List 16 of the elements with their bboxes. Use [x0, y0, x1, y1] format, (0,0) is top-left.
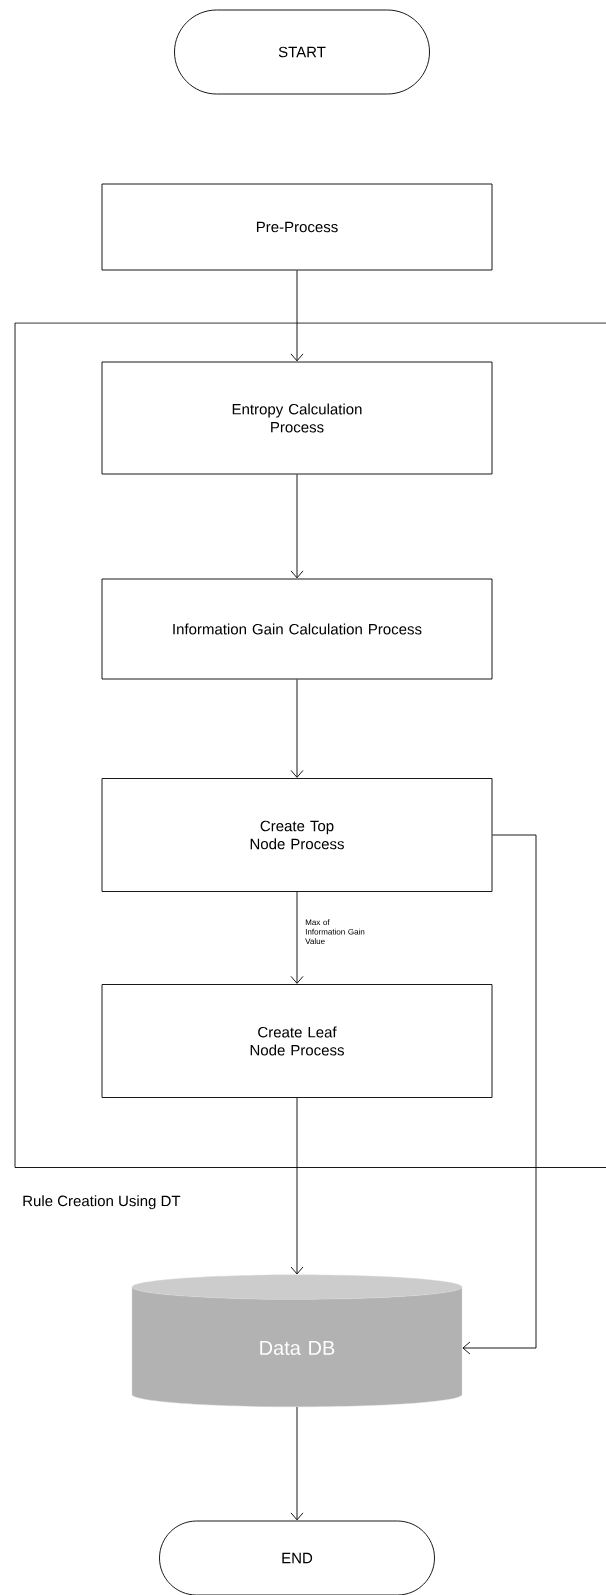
- arrow: [462, 834, 537, 1355]
- edge-label: Max of Information Gain Value: [304, 918, 369, 946]
- arrow: [290, 474, 304, 579]
- terminator: START: [174, 9, 430, 95]
- process-box: Information Gain Calculation Process: [101, 578, 493, 680]
- arrow: [290, 1406, 304, 1521]
- terminator: END: [159, 1520, 435, 1595]
- arrow: [290, 1097, 304, 1275]
- arrow: [290, 679, 304, 778]
- database-cylinder: Data DB: [131, 1274, 463, 1408]
- process-box: Create Leaf Node Process: [101, 984, 493, 1098]
- process-box: Pre-Process: [101, 183, 493, 271]
- arrow: [290, 891, 304, 984]
- process-box: Entropy Calculation Process: [101, 361, 493, 475]
- arrow: [290, 270, 304, 362]
- process-box: Create Top Node Process: [101, 778, 493, 892]
